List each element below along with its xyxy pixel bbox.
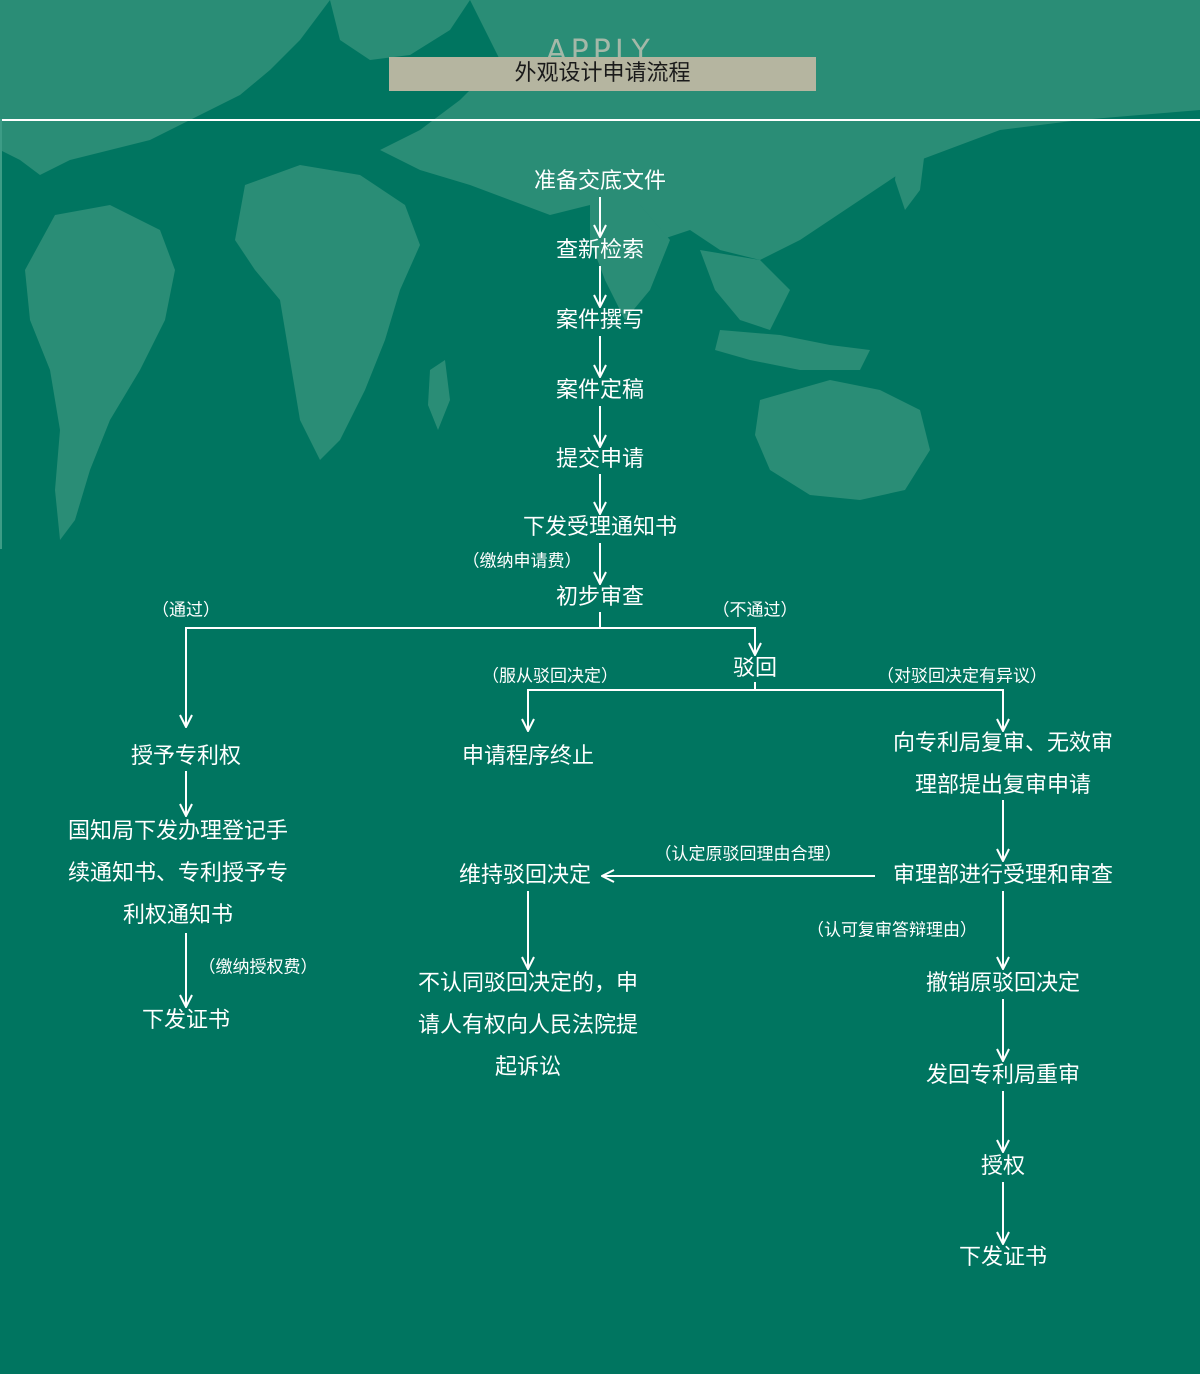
label-fail: （不通过） — [712, 600, 798, 621]
step-submit: 提交申请 — [555, 447, 645, 472]
label-defense-accepted: （认可复审答辩理由） — [807, 920, 977, 941]
step-acceptance-notice: 下发受理通知书 — [522, 515, 678, 540]
lawsuit-line: 请人有权向人民法院提 — [417, 1013, 638, 1038]
step-preliminary-exam: 初步审查 — [555, 585, 645, 610]
step-remand-reexam: 发回专利局重审 — [925, 1063, 1081, 1088]
map-india — [590, 205, 670, 320]
lawsuit-line: 不认同驳回决定的，申 — [417, 971, 638, 996]
map-africa — [235, 165, 420, 460]
step-rejection: 驳回 — [732, 656, 778, 681]
map-southeast-asia — [700, 250, 790, 330]
label-object-rejection: （对驳回决定有异议） — [877, 666, 1047, 687]
review-request-line: 向专利局复审、无效审 — [892, 731, 1113, 756]
step-revoke-rejection: 撤销原驳回决定 — [925, 971, 1081, 996]
map-madagascar — [428, 360, 450, 430]
note-application-fee: （缴纳申请费） — [462, 551, 582, 572]
branch-object-line — [755, 689, 1003, 730]
map-japan — [895, 130, 925, 210]
branch-accept-line — [528, 689, 755, 730]
step-drafting: 案件撰写 — [555, 308, 645, 333]
page-title: 外观设计申请流程 — [389, 57, 816, 91]
map-australia — [755, 380, 930, 500]
label-accept-rejection: （服从驳回决定） — [482, 666, 618, 687]
label-reason-justified: （认定原驳回理由合理） — [654, 844, 842, 865]
left-edge-rule — [0, 119, 2, 549]
step-review-request: 向专利局复审、无效审 理部提出复审申请 — [873, 723, 1133, 807]
map-indonesia — [715, 330, 870, 370]
step-board-examination: 审理部进行受理和审查 — [892, 863, 1114, 888]
map-north-america — [0, 0, 330, 175]
step-grant: 授权 — [980, 1154, 1026, 1179]
step-uphold-rejection: 维持驳回决定 — [458, 863, 592, 888]
step-terminate-application: 申请程序终止 — [461, 744, 595, 769]
label-pass: （通过） — [152, 600, 220, 621]
step-prepare-documents: 准备交底文件 — [533, 169, 667, 194]
step-novelty-search: 查新检索 — [555, 238, 645, 263]
map-greenland — [330, 0, 470, 60]
step-finalize: 案件定稿 — [555, 378, 645, 403]
page-header: APPLY 外观设计申请流程 — [0, 0, 1200, 549]
header-divider — [0, 119, 1200, 121]
registration-notice-line: 续通知书、专利授予专 — [67, 861, 288, 886]
step-registration-notice: 国知局下发办理登记手 续通知书、专利授予专 利权通知书 — [28, 811, 328, 937]
registration-notice-line: 国知局下发办理登记手 — [67, 819, 288, 844]
registration-notice-line: 利权通知书 — [122, 903, 233, 928]
review-request-line: 理部提出复审申请 — [914, 773, 1091, 798]
step-issue-certificate-left: 下发证书 — [141, 1008, 231, 1033]
lawsuit-line: 起诉讼 — [494, 1055, 561, 1080]
branch-pass-line — [186, 627, 600, 726]
note-grant-fee: （缴纳授权费） — [198, 957, 318, 978]
step-file-lawsuit: 不认同驳回决定的，申 请人有权向人民法院提 起诉讼 — [398, 963, 658, 1089]
branch-fail-line — [600, 627, 755, 654]
step-grant-patent: 授予专利权 — [130, 744, 242, 769]
step-issue-certificate-right: 下发证书 — [958, 1245, 1048, 1270]
map-south-america — [25, 205, 175, 540]
